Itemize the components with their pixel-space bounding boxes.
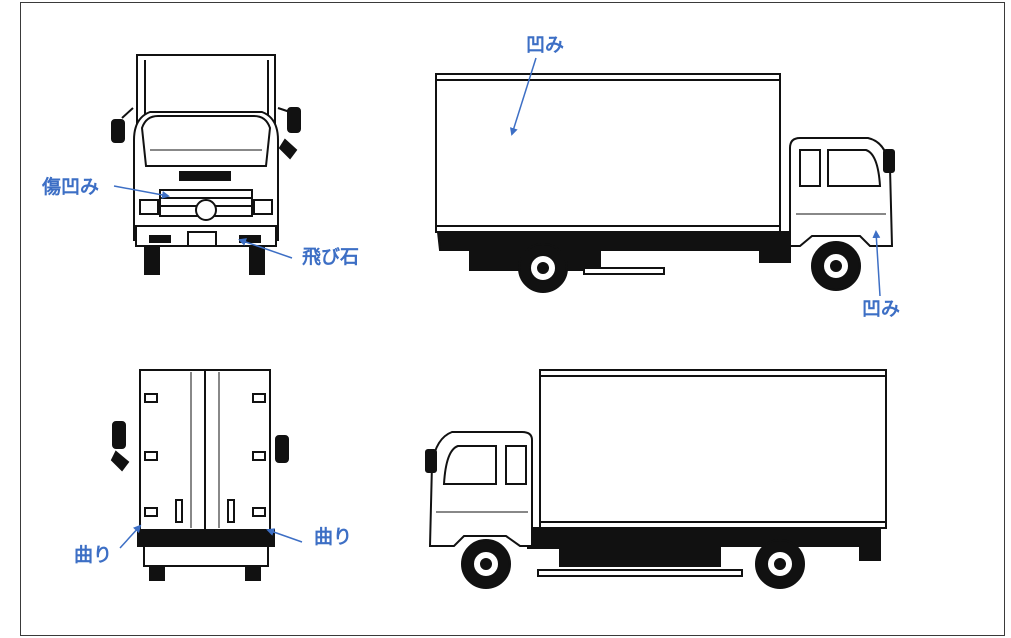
arrow-rear-left-bend xyxy=(119,524,142,549)
arrow-rear-right-bend xyxy=(266,528,303,543)
truck-front-view xyxy=(111,54,301,275)
arrow-front-scratch-dent xyxy=(113,185,170,199)
arrow-front-stone-chip xyxy=(238,238,293,259)
label-side-box-dent: 凹み xyxy=(526,34,565,56)
truck-side-view-right xyxy=(435,73,895,293)
label-side-cab-dent: 凹み xyxy=(862,298,901,320)
label-rear-left-bend: 曲り xyxy=(74,544,113,566)
arrow-side-box-dent xyxy=(509,57,537,136)
label-front-stone-chip: 飛び石 xyxy=(302,246,360,268)
truck-rear-view xyxy=(110,369,289,581)
arrow-side-cab-dent xyxy=(872,230,881,297)
truck-side-view-left xyxy=(425,369,887,589)
label-front-scratch-dent: 傷凹み xyxy=(42,176,100,198)
label-rear-right-bend: 曲り xyxy=(314,526,353,548)
